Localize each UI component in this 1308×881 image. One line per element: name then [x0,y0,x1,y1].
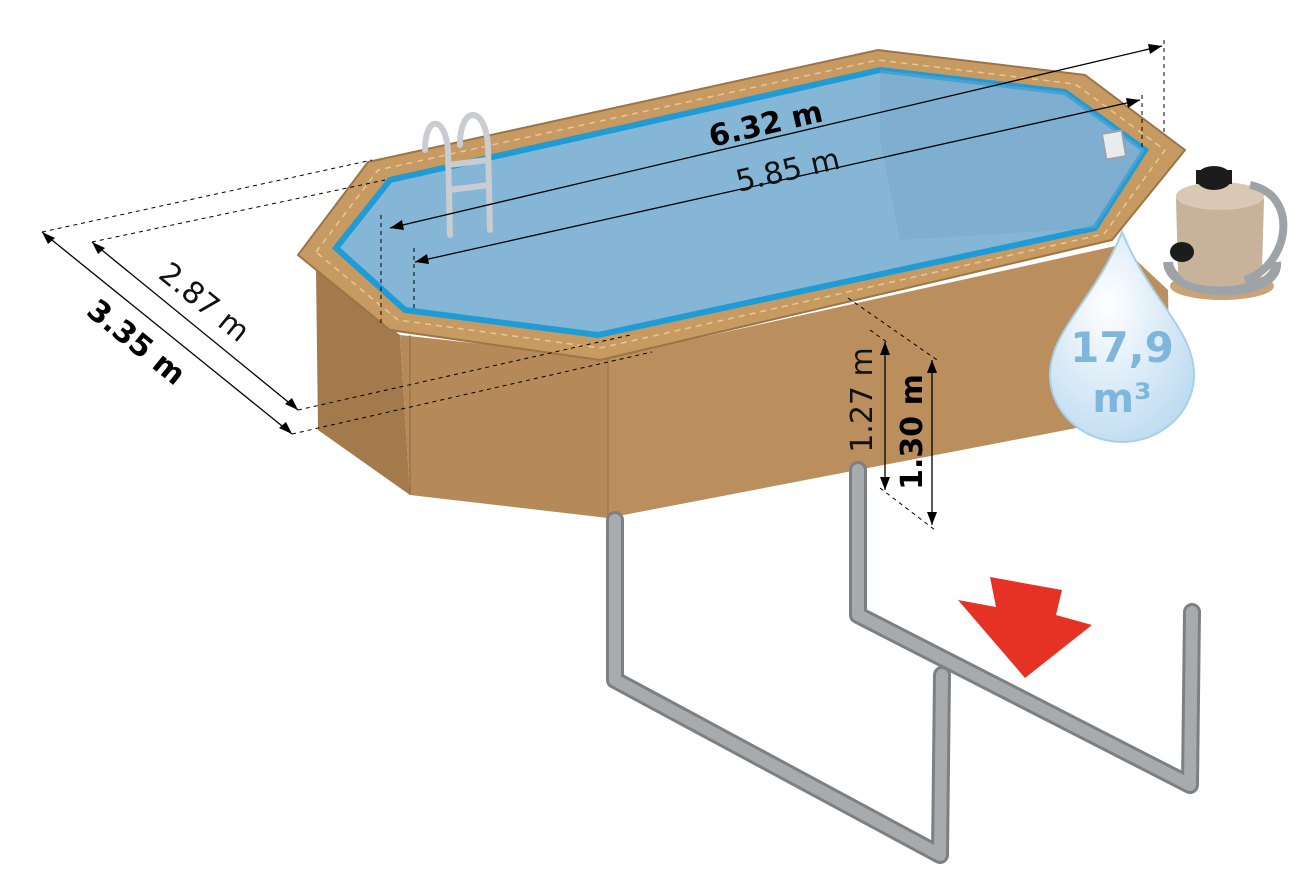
sand-filter-icon [1163,166,1288,300]
volume-unit: m³ [1092,376,1151,422]
water-drop-icon: 17,9 m³ [1048,229,1196,444]
skimmer-icon [1100,129,1128,161]
pool-body [296,48,1187,518]
support-pipes [606,461,1201,864]
dimension-lines [41,44,1163,525]
volume-value: 17,9 [1070,323,1174,372]
outer-height-label: 1.30 m [895,374,930,490]
pool-wall-side [608,245,1170,518]
inner-height-label: 1.27 m [845,347,880,453]
pool-wall-front [400,335,608,518]
inner-width-label: 2.87 m [152,256,256,350]
down-arrow-icon [958,577,1092,678]
extension-lines [41,40,1165,531]
ladder-icon [422,112,493,238]
